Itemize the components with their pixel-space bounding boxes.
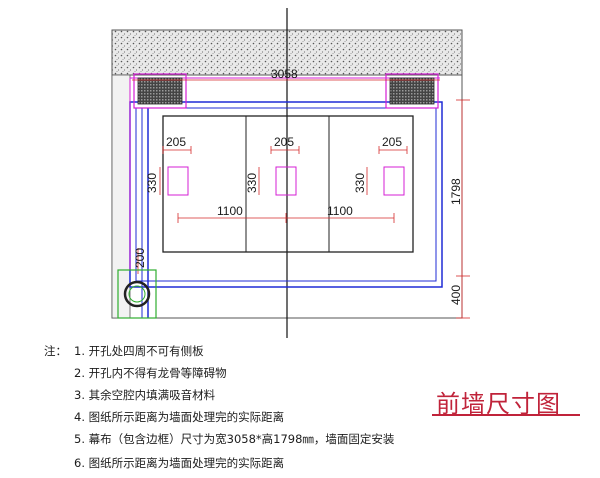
note-item: 2. 开孔内不得有龙骨等障碍物	[74, 366, 227, 380]
dim-opening-width-left: 205	[166, 135, 186, 149]
subwoofer-inner-ring	[128, 285, 146, 303]
note-item: 3. 其余空腔内填满吸音材料	[74, 388, 216, 402]
spacing-dims	[177, 213, 395, 223]
dim-left-offset: 200	[133, 248, 147, 268]
dim-opening-height-mid: 330	[245, 173, 259, 193]
screen-outline	[162, 115, 414, 253]
right-speaker-grille	[389, 77, 435, 105]
opening-height-dims	[159, 167, 368, 195]
left-speaker-frame	[133, 73, 187, 109]
drawing-caption: 前墙尺寸图	[436, 390, 561, 418]
left-speaker-grille	[137, 77, 183, 105]
opening-mid	[275, 166, 297, 196]
note-item: 4. 图纸所示距离为墙面处理完的实际距离	[74, 410, 285, 424]
opening-right	[383, 166, 405, 196]
dim-spacing-right: 1100	[327, 204, 353, 218]
caption-underline	[432, 414, 580, 416]
note-item: 6. 图纸所示距离为墙面处理完的实际距离	[74, 456, 285, 470]
left-column-hatch	[111, 74, 131, 319]
dim-bottom-height: 400	[449, 285, 463, 305]
right-speaker-frame	[385, 73, 439, 109]
notes-prefix: 注：	[44, 344, 67, 358]
subwoofer-frame	[117, 269, 157, 319]
blue-inner-outline	[135, 107, 437, 282]
dim-opening-width-right: 205	[382, 135, 402, 149]
right-height-dims	[456, 99, 470, 319]
dim-total-height: 1798	[449, 178, 463, 205]
subwoofer-icon	[123, 280, 151, 308]
dim-total-width: 3058	[271, 67, 298, 81]
opening-left	[167, 166, 189, 196]
dim-spacing-left: 1100	[217, 204, 243, 218]
dim-opening-width-mid: 205	[274, 135, 294, 149]
note-item: 5. 幕布（包含边框）尺寸为宽3058*高1798㎜，墙面固定安装	[74, 432, 395, 446]
opening-width-dims	[162, 146, 408, 154]
dim-opening-height-left: 330	[145, 173, 159, 193]
dim-opening-height-right: 330	[353, 173, 367, 193]
note-item: 1. 开孔处四周不可有侧板	[74, 344, 204, 358]
